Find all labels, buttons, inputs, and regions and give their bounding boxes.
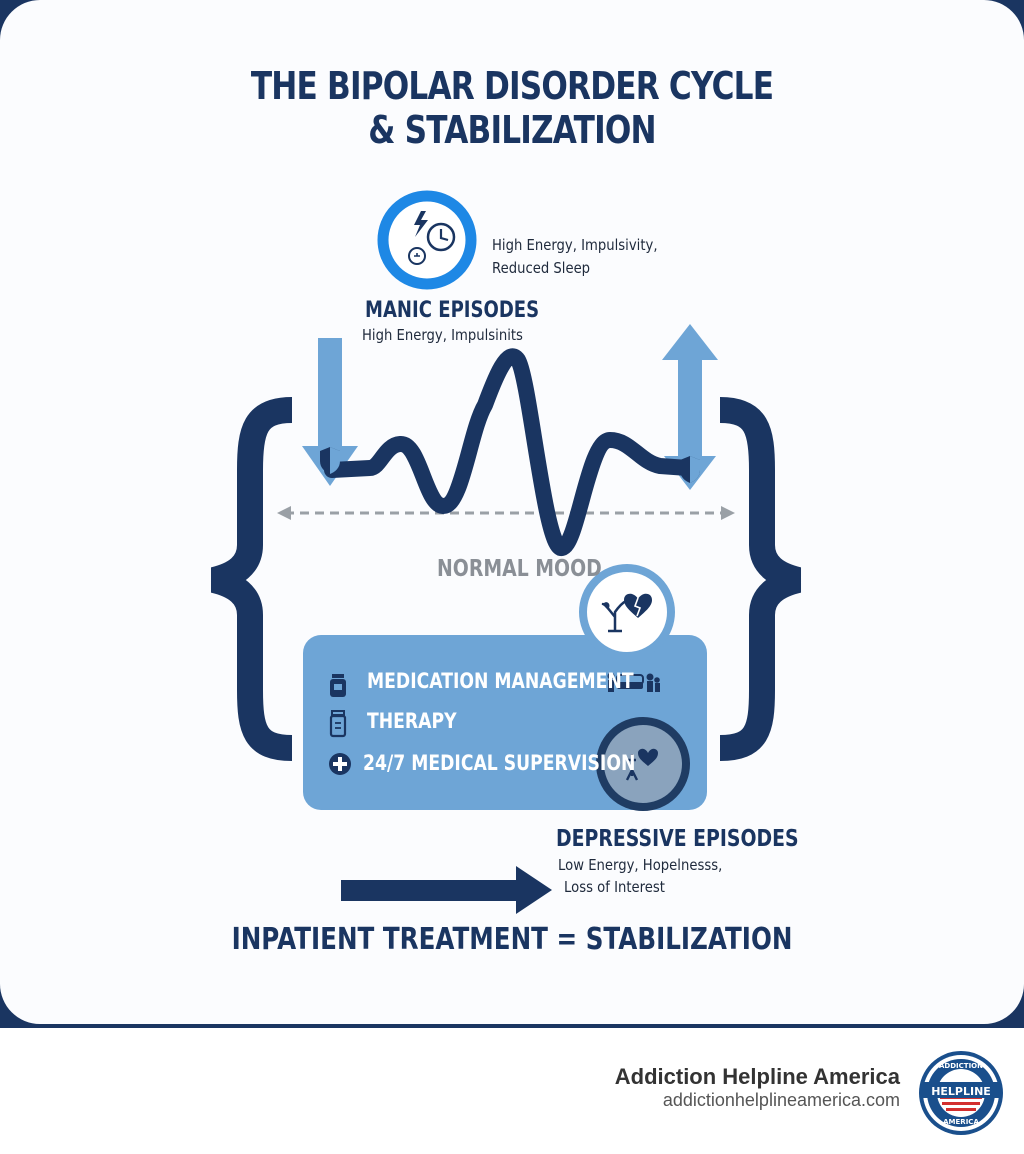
treatment-item-medication: MEDICATION MANAGEMENT [367,669,634,693]
support-figure-icon [596,717,690,811]
normal-mood-label: NORMAL MOOD [437,556,602,582]
shield-icon-left [320,447,340,474]
logo-ring-top: ADDICTION [939,1062,983,1070]
baseline-arrowhead-left [277,506,291,520]
cycle-diagram [210,190,802,914]
mood-wave [324,348,696,556]
manic-subtext: High Energy, Impulsinits [362,326,523,344]
treatment-item-supervision: 24/7 MEDICAL SUPERVISION [363,751,636,775]
logo-text: HELPLINE [931,1085,991,1098]
right-brace [719,397,802,761]
family-couch-icon [607,672,660,692]
manic-icon-caption-2: Reduced Sleep [492,259,591,277]
baseline-arrowhead-right [721,506,735,520]
depressive-line-1: Low Energy, Hopelnesss, [558,856,723,874]
conclusion-label: INPATIENT TREATMENT = STABILIZATION [231,922,793,957]
progress-arrow-head [516,866,552,914]
logo-ring-bottom: AMERICA [943,1118,979,1126]
shield-icon-right [680,456,700,483]
brand-url[interactable]: addictionhelplineamerica.com [662,1090,900,1110]
manic-icon-caption-1: High Energy, Impulsivity, [492,236,658,254]
up-arrow-shaft [678,358,702,458]
treatment-item-therapy: THERAPY [367,709,457,733]
plant-heart-icon [579,564,675,660]
depressive-heading: DEPRESSIVE EPISODES [556,826,799,852]
up-arrow-head [662,324,718,360]
brand-name: Addiction Helpline America [614,1064,900,1089]
title-line-1: THE BIPOLAR DISORDER CYCLE [250,64,774,108]
title-line-2: & STABILIZATION [368,108,656,152]
depressive-line-2: Loss of Interest [564,878,665,896]
footer [0,1028,1024,1154]
medical-cross-icon [329,753,351,775]
conclusion-text: INPATIENT TREATMENT = STABILIZATION [0,922,1024,957]
helpline-logo: HELPLINE ADDICTION AMERICA [919,1051,1003,1135]
progress-arrow-shaft [341,880,523,901]
medication-bottle-icon [330,674,346,697]
energy-clock-icon [377,190,477,290]
down-arrow-shaft [318,338,342,448]
logo-seal [919,1051,1003,1135]
prescription-bottle-icon [329,710,347,738]
manic-heading: MANIC EPISODES [365,298,540,323]
left-brace [210,397,293,761]
